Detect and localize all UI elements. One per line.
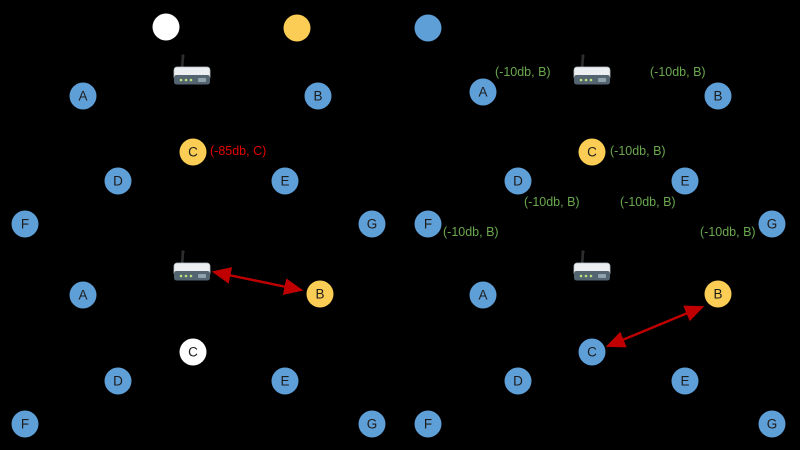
legend-yellow-circle bbox=[283, 14, 311, 42]
wifi-router-icon bbox=[171, 53, 213, 93]
node-b: B bbox=[304, 82, 332, 110]
node-g: G bbox=[758, 210, 786, 238]
wifi-router-icon bbox=[571, 249, 613, 289]
wifi-router-icon bbox=[171, 249, 213, 289]
signal-annotation: (-85db, C) bbox=[210, 144, 267, 158]
wifi-router-icon bbox=[571, 53, 613, 93]
signal-annotation: (-10db, B) bbox=[610, 144, 666, 158]
router-svg bbox=[173, 54, 211, 85]
node-d: D bbox=[504, 367, 532, 395]
roaming-arrow bbox=[211, 267, 304, 295]
node-c: C bbox=[179, 138, 207, 166]
legend-blue-circle bbox=[414, 14, 442, 42]
node-d: D bbox=[504, 167, 532, 195]
node-e: E bbox=[671, 167, 699, 195]
node-f: F bbox=[414, 210, 442, 238]
node-c: C bbox=[578, 138, 606, 166]
signal-annotation: (-10db, B) bbox=[524, 195, 580, 209]
node-f: F bbox=[414, 410, 442, 438]
node-e: E bbox=[271, 167, 299, 195]
node-e: E bbox=[271, 367, 299, 395]
node-d: D bbox=[104, 367, 132, 395]
signal-annotation: (-10db, B) bbox=[443, 225, 499, 239]
signal-annotation: (-10db, B) bbox=[620, 195, 676, 209]
router-svg bbox=[573, 250, 611, 281]
legend-white-circle bbox=[152, 13, 180, 41]
node-g: G bbox=[358, 410, 386, 438]
node-b: B bbox=[704, 280, 732, 308]
router-svg bbox=[573, 54, 611, 85]
node-a: A bbox=[469, 281, 497, 309]
node-g: G bbox=[758, 410, 786, 438]
node-c: C bbox=[179, 338, 207, 366]
node-f: F bbox=[11, 210, 39, 238]
roaming-arrow bbox=[605, 305, 705, 348]
node-b: B bbox=[704, 82, 732, 110]
signal-annotation: (-10db, B) bbox=[495, 65, 551, 79]
node-c: C bbox=[578, 338, 606, 366]
node-g: G bbox=[358, 210, 386, 238]
node-e: E bbox=[671, 367, 699, 395]
node-d: D bbox=[104, 167, 132, 195]
node-a: A bbox=[69, 281, 97, 309]
node-f: F bbox=[11, 410, 39, 438]
signal-annotation: (-10db, B) bbox=[650, 65, 706, 79]
router-svg bbox=[173, 250, 211, 281]
node-b: B bbox=[306, 280, 334, 308]
node-a: A bbox=[469, 78, 497, 106]
signal-annotation: (-10db, B) bbox=[700, 225, 756, 239]
node-a: A bbox=[69, 82, 97, 110]
